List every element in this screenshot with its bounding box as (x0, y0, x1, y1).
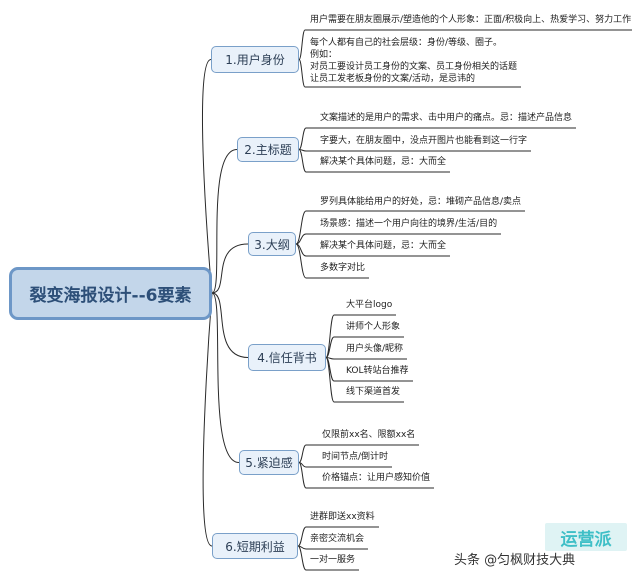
source-credit: 头条 @匀枫财技大典 (454, 553, 576, 568)
branch-leaf-connector (298, 127, 576, 150)
leaf-item: 字要大，在朋友圈中，没点开图片也能看到这一行字 (320, 136, 528, 146)
leaf-item: 亲密交流机会 (310, 534, 365, 544)
branch-leaf-connector (298, 462, 434, 489)
leaf-item: 时间节点/倒计时 (322, 452, 389, 462)
leaf-item: 罗列具体能给用户的好处，忌：堆砌产品信息/卖点 (320, 197, 522, 207)
branch-leaf-connector (297, 526, 379, 547)
leaf-item: 解决某个具体问题，忌：大而全 (320, 241, 447, 251)
branch-leaf-connector (295, 243, 369, 279)
leaf-item: 进群即送xx资料 (310, 512, 375, 522)
branch-leaf-connector (297, 545, 368, 550)
watermark-logo: 运营派 (545, 523, 627, 551)
branch-leaf-connector (298, 149, 531, 152)
root-branch-connector (211, 292, 240, 463)
root-node: 裂变海报设计--6要素 (9, 267, 212, 320)
branch-leaf-connector (295, 210, 525, 245)
branch-outline: 3.大纲 (248, 232, 296, 256)
branch-label: 6.短期利益 (225, 539, 285, 554)
root-branch-connector (211, 149, 238, 294)
branch-leaf-connector (298, 444, 419, 463)
leaf-item: 用户需要在朋友圈展示/塑造他的个人形象：正面/积极向上、热爱学习、努力工作 (310, 15, 632, 25)
leaf-item: 用户头像/昵称 (346, 344, 404, 354)
branch-label: 4.信任背书 (257, 351, 317, 365)
watermark-text: 运营派 (560, 529, 612, 550)
leaf-item: 线下渠道首发 (346, 387, 401, 397)
branch-main-title: 2.主标题 (237, 137, 299, 162)
leaf-item: KOL转站台推荐 (346, 366, 409, 376)
leaf-item: 仅限前xx名、限额xx名 (322, 430, 416, 440)
branch-leaf-connector (295, 233, 501, 245)
root-branch-connector (211, 243, 249, 294)
branch-urgency: 5.紧迫感 (239, 450, 299, 475)
branch-leaf-connector (298, 29, 632, 60)
root-branch-connector (201, 59, 213, 294)
branch-leaf-connector (298, 149, 450, 173)
leaf-item: 每个人都有自己的社会层级：身份/等级、圈子。 例如： 对员工要设计员工身份的文案… (310, 38, 518, 84)
leaf-item: 大平台logo (346, 300, 393, 310)
branch-leaf-connector (297, 545, 359, 571)
leaf-item: 解决某个具体问题，忌：大而全 (320, 157, 447, 167)
branch-label: 1.用户身份 (225, 53, 285, 67)
branch-leaf-connector (325, 357, 404, 403)
branch-leaf-connector (298, 59, 521, 88)
root-branch-connector (202, 292, 213, 547)
branch-leaf-connector (325, 357, 407, 360)
root-branch-connector (211, 292, 249, 358)
branch-label: 5.紧迫感 (245, 456, 293, 470)
leaf-item: 一对一服务 (310, 555, 356, 565)
root-title: 裂变海报设计--6要素 (29, 286, 192, 306)
leaf-item: 场景感：描述一个用户向往的境界/生活/目的 (320, 219, 498, 229)
branch-trust-endorsement: 4.信任背书 (248, 344, 326, 371)
leaf-item: 文案描述的是用户的需求、击中用户的痛点。忌：描述产品信息 (320, 113, 573, 123)
branch-leaf-connector (298, 462, 392, 468)
leaf-item: 价格锚点：让用户感知价值 (322, 473, 431, 483)
branch-user-identity: 1.用户身份 (211, 46, 299, 73)
leaf-item: 多数字对比 (320, 263, 366, 273)
branch-label: 2.主标题 (244, 143, 292, 157)
branch-leaf-connector (325, 336, 404, 358)
branch-label: 3.大纲 (254, 237, 290, 252)
branch-short-term-benefit: 6.短期利益 (212, 533, 298, 559)
leaf-item: 讲师个人形象 (346, 322, 401, 332)
